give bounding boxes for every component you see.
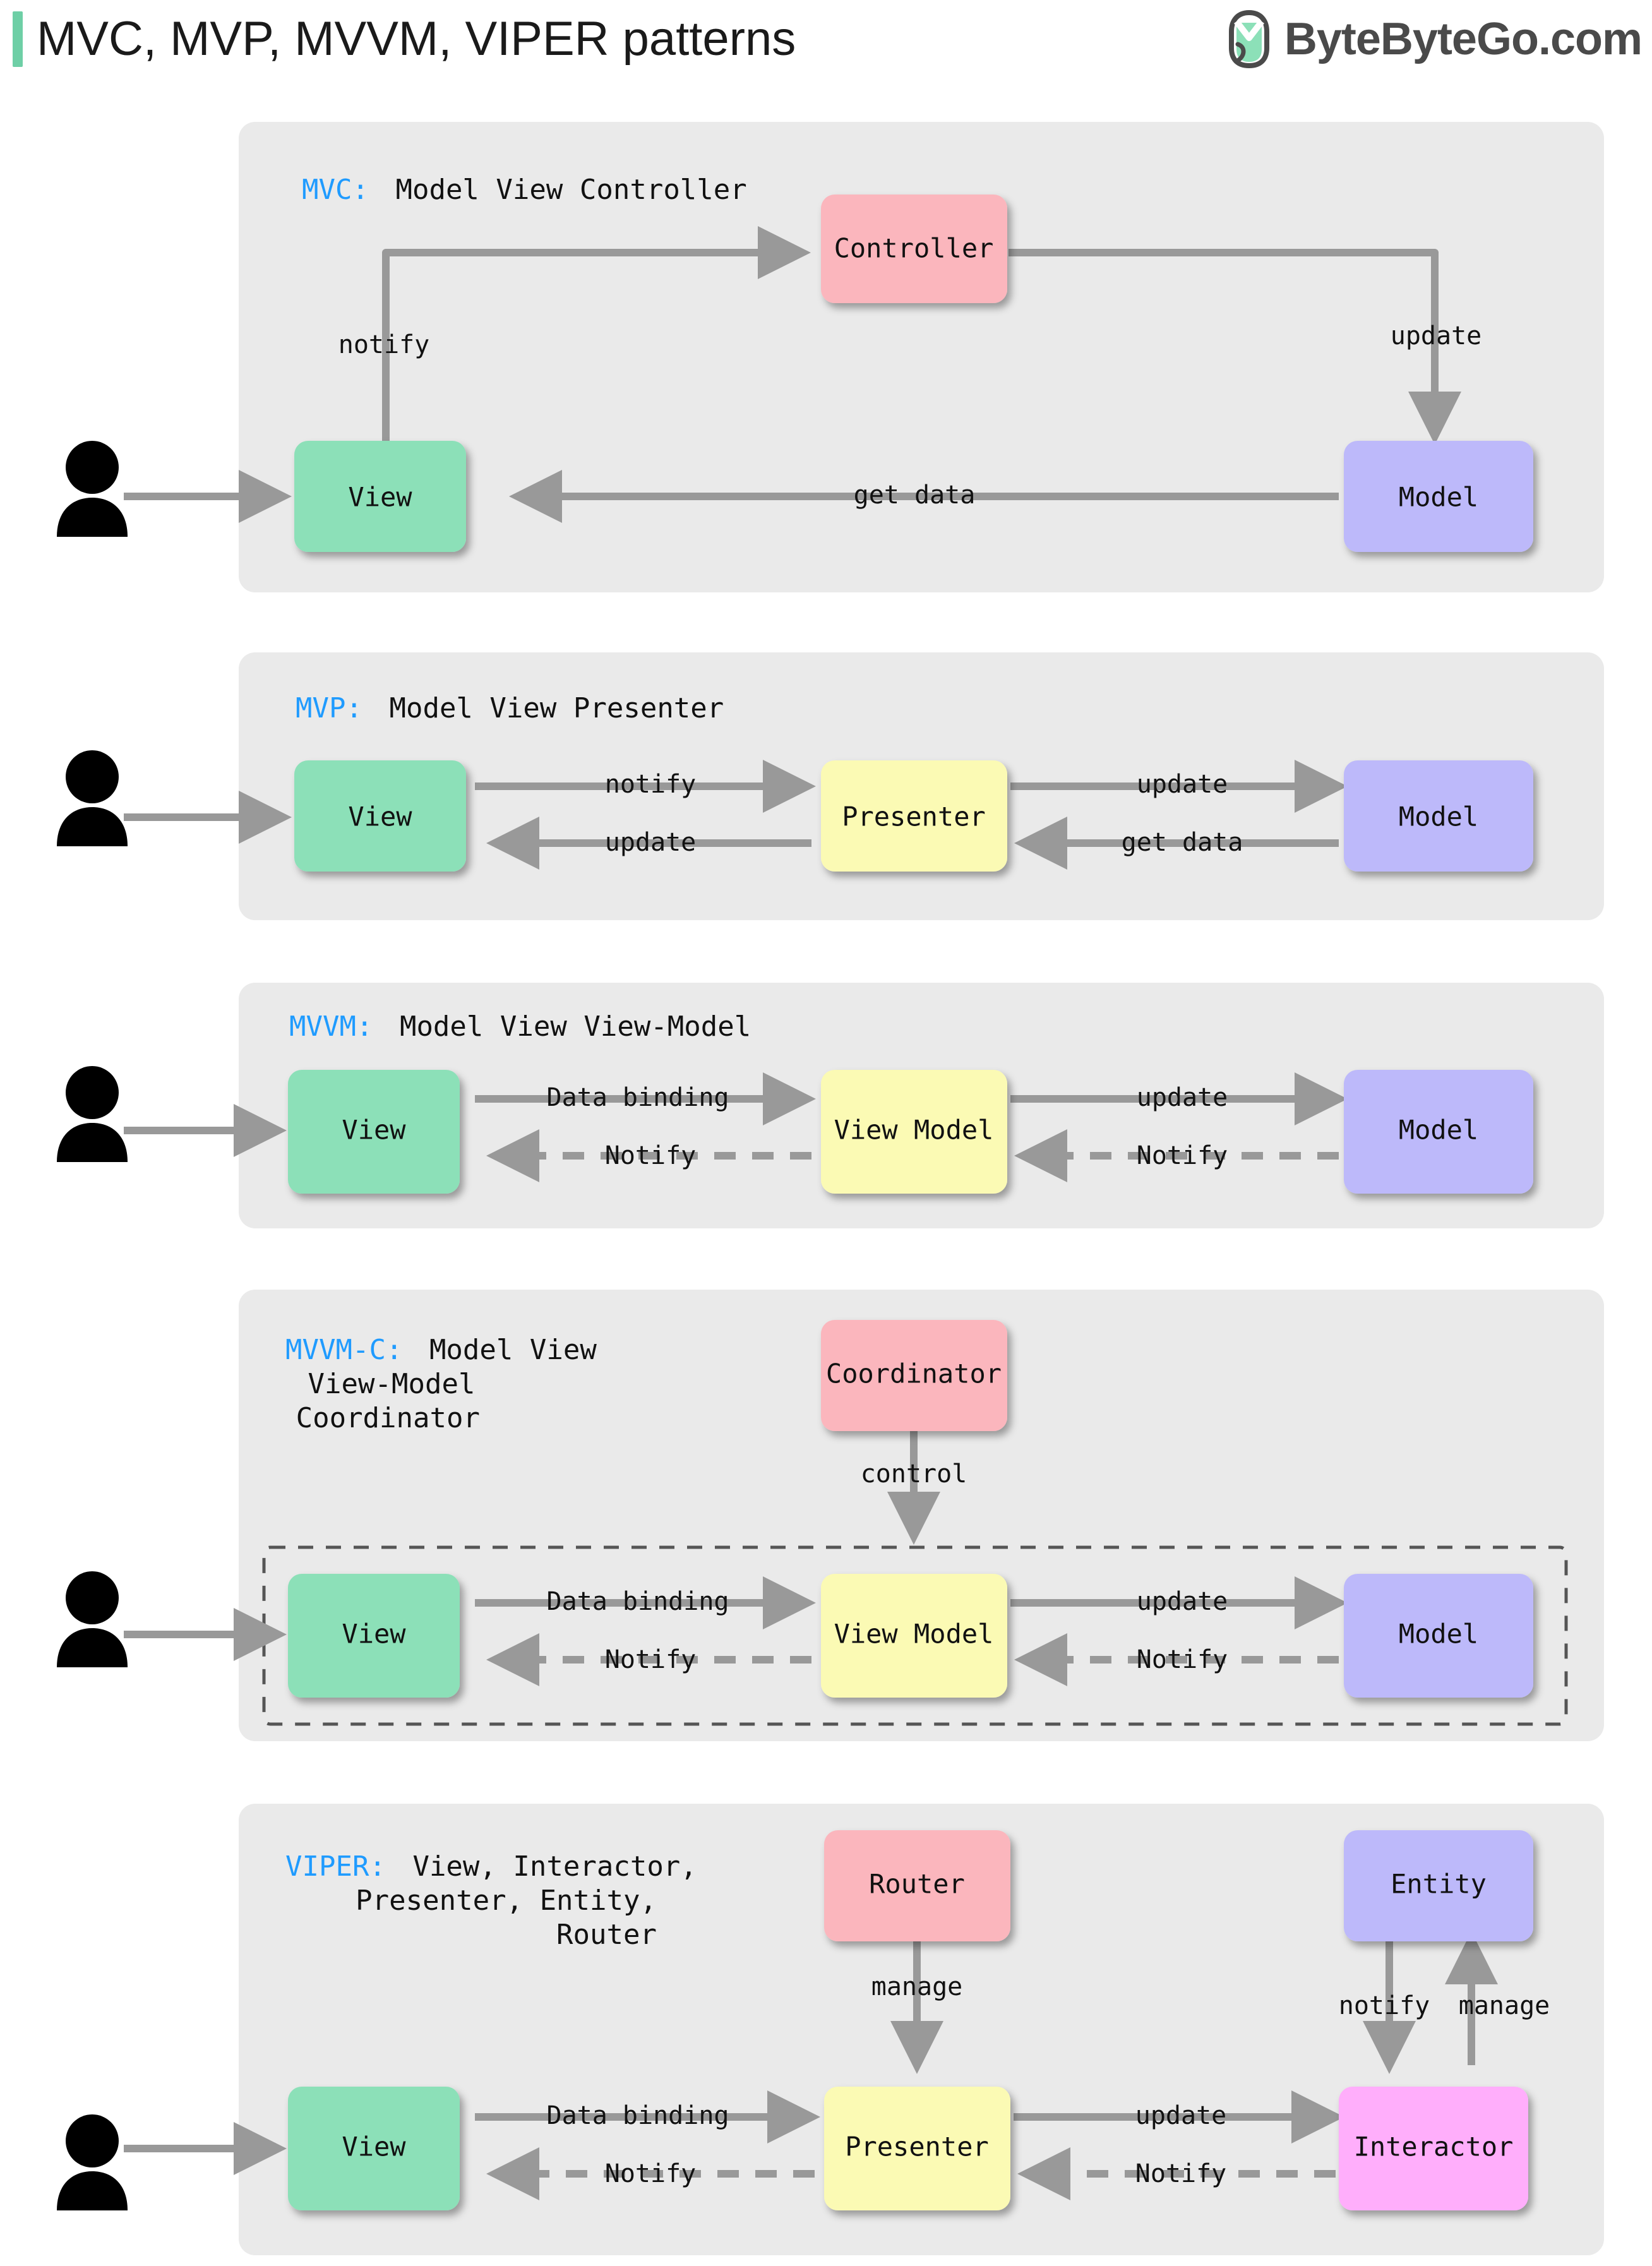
section-title-text-viper-2: Presenter, Entity,	[356, 1885, 657, 1917]
edge-label-mvp-getdata: get data	[1122, 828, 1243, 857]
node-mvp-view[interactable]: View	[294, 760, 466, 872]
node-mvvmc-viewmodel[interactable]: View Model	[821, 1574, 1007, 1698]
section-panel-mvc	[239, 122, 1604, 592]
edge-label-mvp-notify: notify	[605, 770, 697, 799]
section-title-text-mvvmc-2: View-Model	[308, 1368, 476, 1400]
edge-label-mvvm-notify-view: Notify	[605, 1141, 697, 1170]
edge-label-mvvmc-notify-model: Notify	[1137, 1645, 1228, 1674]
node-mvvm-view[interactable]: View	[288, 1070, 460, 1194]
node-label-mvvmc-viewmodel: View Model	[834, 1619, 994, 1650]
node-label-mvvmc-coordinator: Coordinator	[826, 1358, 1002, 1389]
node-mvvmc-model[interactable]: Model	[1344, 1574, 1533, 1698]
title-accent-bar	[13, 11, 23, 67]
node-label-viper-router: Router	[869, 1869, 965, 1900]
section-mvvm: MVVM: Model View View-Model Data binding…	[57, 983, 1604, 1228]
node-label-mvvm-viewmodel: View Model	[834, 1115, 994, 1146]
edge-label-mvp-update-view: update	[605, 828, 697, 857]
node-label-mvvmc-view: View	[342, 1619, 406, 1650]
page-header: MVC, MVP, MVVM, VIPER patterns ByteByteG…	[0, 0, 1652, 88]
mvp-user-icon	[57, 750, 128, 846]
page-title: MVC, MVP, MVVM, VIPER patterns	[37, 12, 796, 66]
section-title-text-mvp: Model View Presenter	[389, 692, 724, 724]
node-label-viper-view: View	[342, 2131, 406, 2162]
edge-label-viper-notify-entity: notify	[1339, 1991, 1430, 2020]
node-label-mvvm-model: Model	[1399, 1115, 1478, 1146]
node-mvc-view[interactable]: View	[294, 441, 466, 552]
section-title-text-mvvmc-1: Model View	[429, 1334, 597, 1366]
edge-label-mvc-notify: notify	[338, 330, 430, 359]
node-label-viper-entity: Entity	[1391, 1869, 1487, 1900]
node-label-mvc-view: View	[348, 482, 412, 513]
section-title-mvvm: MVVM: Model View View-Model	[289, 1010, 751, 1043]
node-label-mvp-presenter: Presenter	[842, 801, 986, 832]
edge-label-mvvmc-databinding: Data binding	[547, 1587, 729, 1616]
section-viper: VIPER: View, Interactor, Presenter, Enti…	[57, 1804, 1604, 2255]
viper-user-icon	[57, 2114, 128, 2210]
mvc-user-icon	[57, 441, 128, 537]
section-mvc: MVC: Model View Controller notify update…	[57, 122, 1604, 592]
section-tag-mvp: MVP:	[296, 692, 362, 724]
section-title-text-viper-1: View, Interactor,	[412, 1850, 697, 1883]
section-tag-viper: VIPER:	[285, 1850, 386, 1883]
edge-label-viper-manage-entity: manage	[1459, 1991, 1550, 2020]
node-viper-entity[interactable]: Entity	[1344, 1830, 1533, 1941]
section-title-text-mvc: Model View Controller	[395, 174, 746, 206]
node-viper-view[interactable]: View	[288, 2087, 460, 2210]
node-label-viper-interactor: Interactor	[1354, 2131, 1514, 2162]
node-label-mvp-model: Model	[1399, 801, 1478, 832]
section-title-text-mvvmc-3: Coordinator	[296, 1402, 480, 1434]
brand-logo: ByteByteGo.com	[1225, 9, 1643, 69]
section-title-mvvmc: MVVM-C: Model View	[285, 1334, 597, 1366]
node-mvc-model[interactable]: Model	[1344, 441, 1533, 552]
section-title-mvc: MVC: Model View Controller	[302, 174, 747, 206]
mvvmc-group-boundary	[262, 1545, 1568, 1726]
node-viper-router[interactable]: Router	[824, 1830, 1010, 1941]
edge-label-viper-notify-interactor: Notify	[1135, 2159, 1227, 2188]
mvvmc-user-icon	[57, 1571, 128, 1667]
node-mvvm-model[interactable]: Model	[1344, 1070, 1533, 1194]
node-label-mvvmc-model: Model	[1399, 1619, 1478, 1650]
node-label-mvc-model: Model	[1399, 482, 1478, 513]
edge-mvc-controller-model	[1009, 249, 1461, 445]
section-title-viper: VIPER: View, Interactor,	[285, 1850, 697, 1883]
edge-label-mvc-getdata: get data	[854, 481, 976, 510]
edge-label-mvvmc-control: control	[861, 1460, 967, 1489]
node-mvvmc-coordinator[interactable]: Coordinator	[821, 1320, 1007, 1431]
section-title-text-mvvm: Model View View-Model	[400, 1010, 751, 1043]
node-mvc-controller[interactable]: Controller	[821, 195, 1007, 303]
edge-label-viper-manage-presenter: manage	[871, 1972, 963, 2001]
brand-name: ByteByteGo.com	[1284, 14, 1643, 64]
node-label-viper-presenter: Presenter	[845, 2131, 989, 2162]
section-title-mvp: MVP: Model View Presenter	[296, 692, 724, 724]
edge-label-mvvmc-notify-view: Notify	[605, 1645, 697, 1674]
section-tag-mvvm: MVVM:	[289, 1010, 373, 1043]
node-label-mvc-controller: Controller	[834, 233, 994, 264]
node-mvp-model[interactable]: Model	[1344, 760, 1533, 872]
edge-label-mvp-update-model: update	[1137, 770, 1228, 799]
edge-label-viper-databinding: Data binding	[547, 2101, 729, 2130]
section-mvvmc: MVVM-C: Model View View-Model Coordinato…	[57, 1290, 1604, 1741]
node-mvvm-viewmodel[interactable]: View Model	[821, 1070, 1007, 1194]
bytebytego-logo-icon	[1228, 10, 1269, 68]
node-viper-interactor[interactable]: Interactor	[1339, 2087, 1528, 2210]
section-title-text-viper-3: Router	[556, 1919, 657, 1951]
node-mvvmc-view[interactable]: View	[288, 1574, 460, 1698]
node-label-mvp-view: View	[348, 801, 412, 832]
edge-mvc-view-controller	[382, 226, 811, 442]
edge-label-mvvm-notify-model: Notify	[1137, 1141, 1228, 1170]
section-mvp: MVP: Model View Presenter notify update …	[57, 652, 1604, 920]
edge-label-mvvm-update: update	[1137, 1083, 1228, 1112]
edge-label-mvvmc-update: update	[1137, 1587, 1228, 1616]
node-viper-presenter[interactable]: Presenter	[824, 2087, 1010, 2210]
edge-label-mvc-update: update	[1391, 321, 1482, 351]
edge-label-viper-update: update	[1135, 2101, 1227, 2130]
edge-label-viper-notify-view: Notify	[605, 2159, 697, 2188]
section-tag-mvc: MVC:	[302, 174, 369, 206]
node-label-mvvm-view: View	[342, 1115, 406, 1146]
mvvm-user-icon	[57, 1066, 128, 1162]
node-mvp-presenter[interactable]: Presenter	[821, 760, 1007, 872]
edge-label-mvvm-databinding: Data binding	[547, 1083, 729, 1112]
section-tag-mvvmc: MVVM-C:	[285, 1334, 402, 1366]
